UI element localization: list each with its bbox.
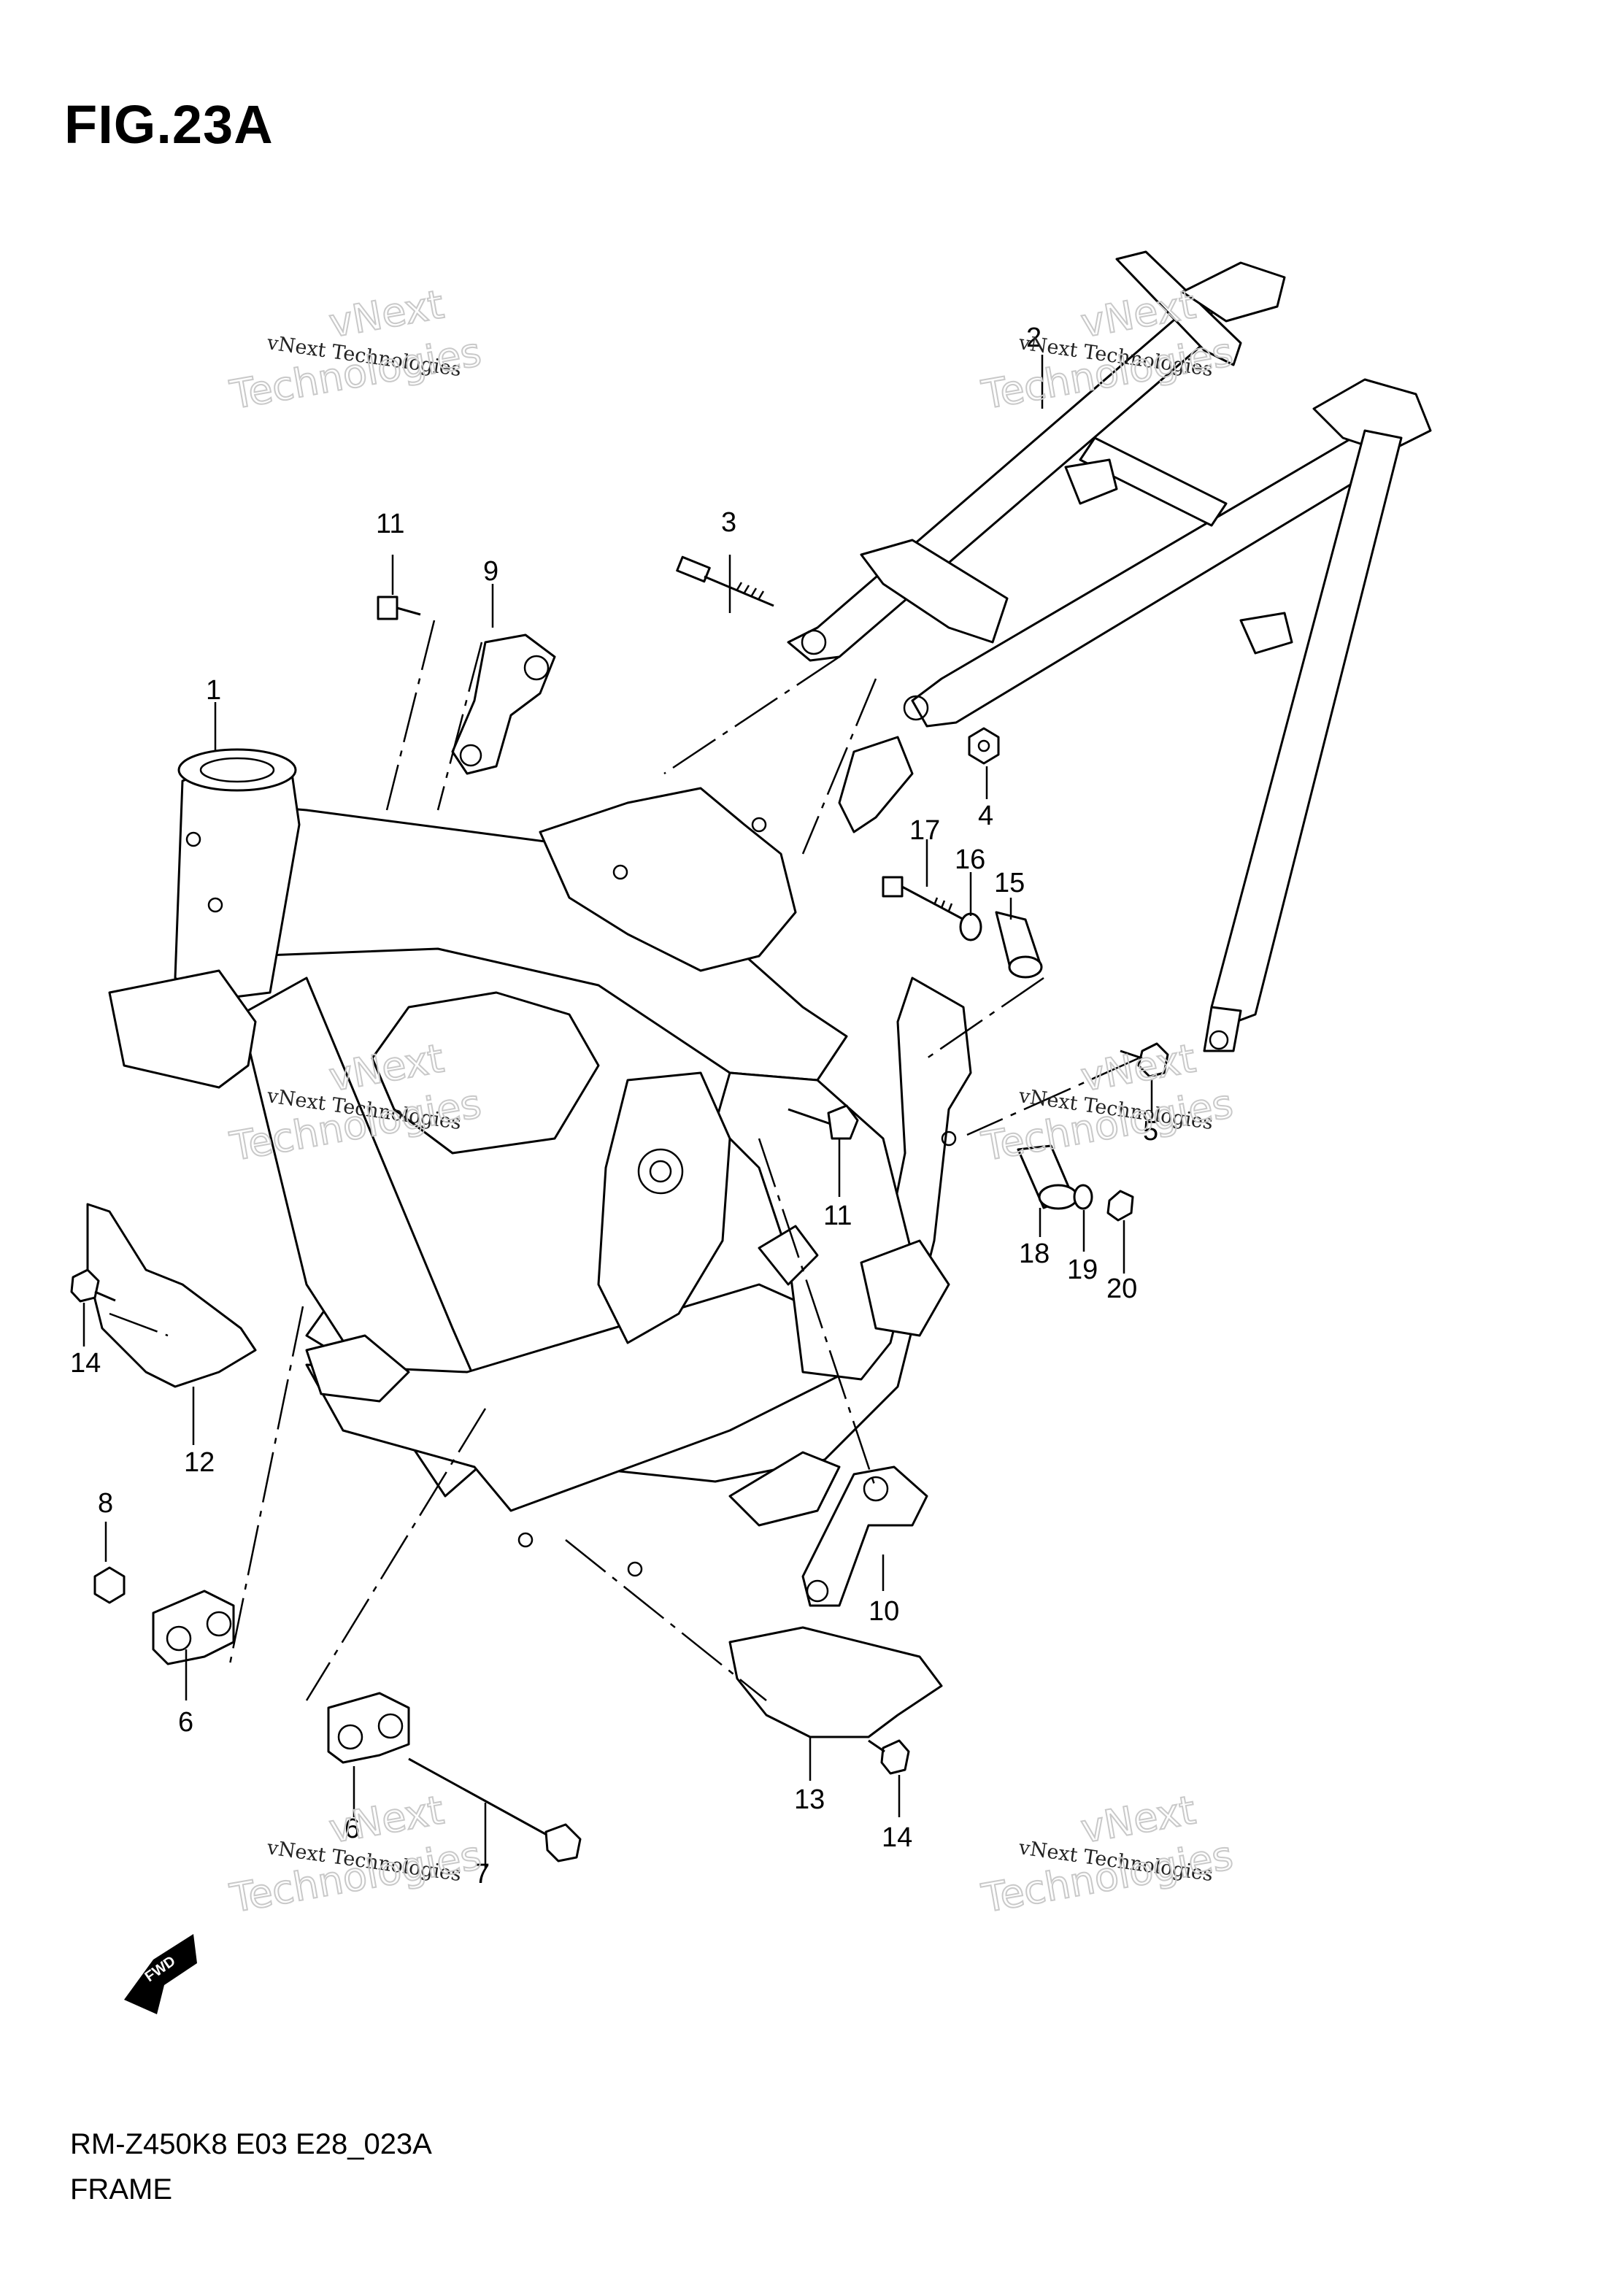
callout-11-upper: 11 xyxy=(376,509,404,539)
callout-6-upper: 6 xyxy=(178,1707,193,1738)
bracket-9 xyxy=(451,633,556,775)
callout-20: 20 xyxy=(1106,1274,1137,1304)
callout-17: 17 xyxy=(909,815,940,846)
nut-20 xyxy=(1106,1190,1134,1222)
bolt-5 xyxy=(1120,1042,1169,1078)
collar-18 xyxy=(1017,1144,1079,1210)
assembly-lines xyxy=(109,620,1139,1701)
bracket-10 xyxy=(801,1465,928,1607)
bolt-11-upper xyxy=(377,596,421,620)
watermark-5: vNext Technologies vNext Technologies xyxy=(226,1786,485,1922)
callout-labels: 1 2 3 4 5 6 6 7 8 9 10 11 11 12 13 14 14… xyxy=(70,323,1158,1889)
bolt-17 xyxy=(882,876,971,925)
callout-6-lower: 6 xyxy=(344,1814,360,1844)
engine-mount-6-upper xyxy=(152,1590,235,1665)
callout-15: 15 xyxy=(994,868,1025,898)
frame-guard-12 xyxy=(86,1203,257,1388)
bolt-7 xyxy=(408,1757,582,1862)
callout-10: 10 xyxy=(869,1596,899,1627)
washer-16 xyxy=(959,912,982,941)
nut-8 xyxy=(93,1566,126,1604)
section-name: FRAME xyxy=(70,2173,172,2206)
callout-9: 9 xyxy=(483,556,498,587)
callout-18: 18 xyxy=(1019,1238,1050,1269)
model-code: RM-Z450K8 E03 E28_023A xyxy=(70,2128,432,2160)
watermark-6: vNext Technologies vNext Technologies xyxy=(977,1786,1237,1922)
figure-title: FIG.23A xyxy=(64,94,274,155)
frame-guard-13 xyxy=(728,1626,943,1738)
watermark-1: vNext Technologies vNext Technologies xyxy=(226,280,485,419)
callout-12: 12 xyxy=(184,1447,215,1478)
callout-7: 7 xyxy=(474,1859,490,1889)
callout-4: 4 xyxy=(978,801,993,831)
callout-8: 8 xyxy=(98,1488,113,1519)
washer-19 xyxy=(1073,1184,1093,1210)
watermark-4: vNext Technologies vNext Technologies xyxy=(977,1034,1237,1171)
callout-14-left: 14 xyxy=(70,1348,101,1379)
bolt-3 xyxy=(676,555,774,607)
bushing-15 xyxy=(995,911,1043,979)
nut-4 xyxy=(968,727,1000,765)
engine-mount-6-lower xyxy=(327,1692,410,1764)
bolt-14-left xyxy=(70,1268,116,1303)
callout-11-lower: 11 xyxy=(823,1201,852,1231)
leader-lines xyxy=(82,355,1153,1868)
callout-13: 13 xyxy=(794,1784,825,1815)
bolt-14-right xyxy=(868,1739,910,1775)
callout-5: 5 xyxy=(1143,1116,1158,1147)
rear-subframe xyxy=(787,250,1432,1052)
callout-2: 2 xyxy=(1026,323,1041,353)
main-frame xyxy=(108,748,972,1577)
bolt-11-lower xyxy=(788,1104,859,1140)
callout-14-right: 14 xyxy=(882,1822,912,1853)
fwd-arrow-icon: FWD xyxy=(124,1934,197,2014)
callout-16: 16 xyxy=(955,844,985,875)
callout-1: 1 xyxy=(206,675,221,706)
callout-19: 19 xyxy=(1067,1255,1098,1285)
callout-3: 3 xyxy=(721,507,736,538)
